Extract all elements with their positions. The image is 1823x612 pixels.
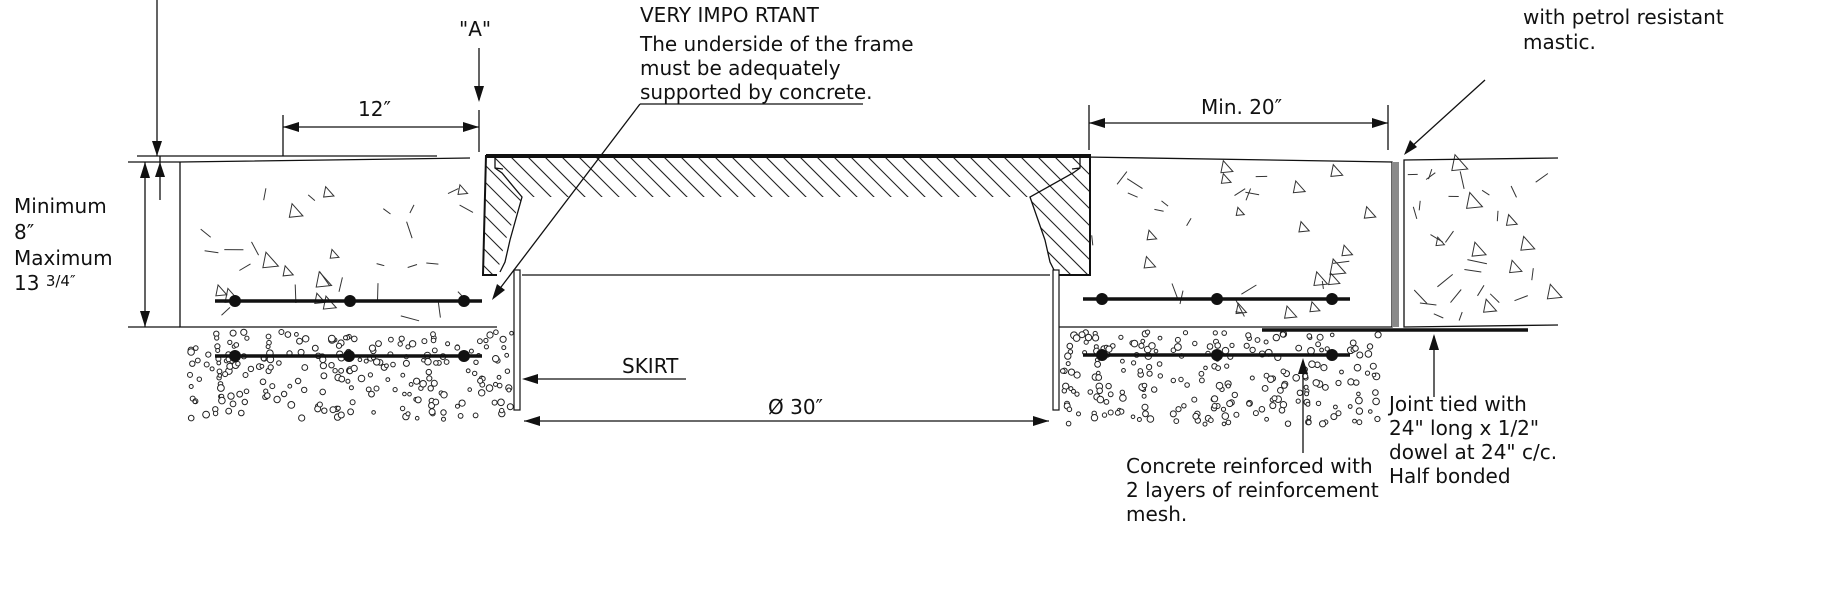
skirt-right [1052,269,1060,411]
reinforcement-right [1083,293,1350,361]
label-depth-max: Maximum [14,246,113,270]
label-dowel-line3: dowel at 24" c/c. [1389,440,1557,464]
leader-sealant [1404,79,1486,155]
dimension-12 [282,110,480,156]
frame-recess-right [1029,155,1081,273]
leader-dowel [1429,334,1439,397]
subbase-aggregate [187,328,1382,428]
frame-outline [481,154,1091,276]
label-dowel-line1: Joint tied with [1387,392,1527,416]
label-depth-min: Minimum [14,194,107,218]
label-important-line1: The underside of the frame [639,32,914,56]
label-important-line2: must be adequately [640,56,841,80]
label-depth-max-value: 13 3/4″ [14,271,76,295]
label-important-line3: supported by concrete. [640,80,873,104]
label-mesh-line3: mesh. [1126,502,1187,526]
cover-hatch [483,155,1090,275]
adjacent-concrete-slab [1403,157,1559,328]
label-mesh-line2: 2 layers of reinforcement [1126,478,1379,502]
concrete-texture [200,153,1563,322]
label-sealed-line2: mastic. [1523,30,1596,54]
leader-mesh [1298,358,1308,453]
manhole-frame-cover [481,154,1091,276]
label-depth-min-value: 8″ [14,220,34,244]
sealant-joint [1392,162,1399,327]
label-skirt: SKIRT [622,354,679,378]
label-section-a: "A" [459,17,491,41]
label-sealed-line1: with petrol resistant [1523,5,1724,29]
label-mesh-line1: Concrete reinforced with [1126,454,1373,478]
label-dim-dia30: Ø 30″ [768,395,823,419]
label-dowel-line4: Half bonded [1389,464,1511,488]
label-important-title: VERY IMPO RTANT [640,3,820,27]
frame-recess-left [494,155,523,273]
dimension-min20 [1088,105,1389,150]
skirt-left [513,269,521,411]
leader-skirt [522,374,686,384]
section-a-arrow [474,48,484,102]
reinforcement-left [215,295,482,362]
label-dowel-line2: 24" long x 1/2" [1389,416,1539,440]
depth-dimension [128,0,437,328]
dimension-dia30 [524,416,1049,426]
leader-important [492,103,863,300]
label-dim-min20: Min. 20″ [1201,95,1282,119]
label-dim-12: 12″ [358,97,391,121]
